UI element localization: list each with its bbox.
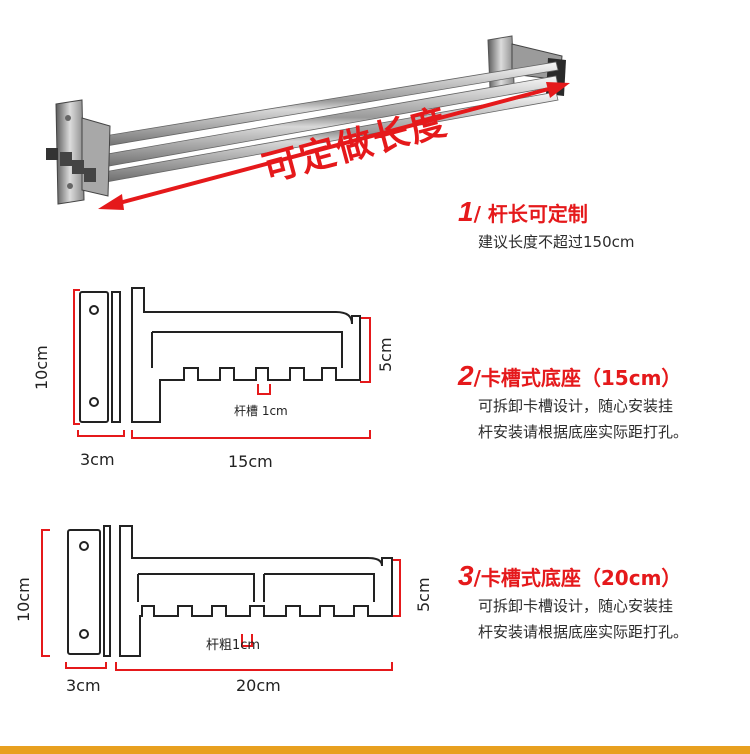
section-2-desc-line-1: 可拆卸卡槽设计，随心安装挂 — [478, 397, 674, 415]
bottom-accent-bar — [0, 746, 750, 754]
left-bracket — [46, 99, 111, 205]
dim15-slot-label: 杆槽 1cm — [234, 404, 288, 418]
dim15-arm-height: 5cm — [376, 337, 395, 372]
arm-inner-20 — [137, 573, 375, 602]
towel-rail-illustration — [46, 35, 570, 210]
arm-20 — [119, 525, 393, 657]
dimension-marks-20 — [41, 529, 401, 671]
section-3-number: 3 — [458, 560, 474, 591]
dim15-arm-length: 15cm — [228, 452, 273, 471]
base-plate-20 — [67, 525, 111, 657]
dim20-arm-height: 5cm — [414, 577, 433, 612]
section-2-number: 2 — [458, 360, 474, 391]
arm-15 — [131, 287, 361, 423]
dim15-plate-width: 3cm — [80, 450, 115, 469]
dim20-slot-label: 杆粗1cm — [206, 638, 261, 653]
section-3-desc-line-1: 可拆卸卡槽设计，随心安装挂 — [478, 597, 674, 615]
dim20-arm-length: 20cm — [236, 676, 281, 695]
section-2-desc-line-2: 杆安装请根据底座实际距打孔。 — [478, 423, 689, 441]
base-plate-15 — [79, 291, 121, 423]
dim15-height: 10cm — [32, 345, 51, 390]
dim20-plate-width: 3cm — [66, 676, 101, 695]
section-3-title: /卡槽式底座（20cm） — [473, 566, 682, 590]
section-1-title: / 杆长可定制 — [473, 202, 588, 226]
rails — [91, 61, 559, 183]
section-1-number: 1 — [458, 196, 474, 227]
section-2-heading: 2/卡槽式底座（15cm） — [458, 360, 681, 392]
bracket-diagram-15cm — [73, 287, 371, 439]
dimension-marks-15 — [73, 289, 371, 439]
section-3-heading: 3/卡槽式底座（20cm） — [458, 560, 681, 592]
bracket-diagram-20cm — [41, 525, 401, 671]
arm-inner-15 — [151, 331, 343, 368]
section-1-desc: 建议长度不超过150cm — [478, 233, 635, 251]
section-3-desc-line-2: 杆安装请根据底座实际距打孔。 — [478, 623, 689, 641]
section-2-title: /卡槽式底座（15cm） — [473, 366, 682, 390]
length-arrow — [98, 82, 570, 210]
dim20-height: 10cm — [14, 577, 33, 622]
section-1-heading: 1/ 杆长可定制 — [458, 196, 588, 228]
